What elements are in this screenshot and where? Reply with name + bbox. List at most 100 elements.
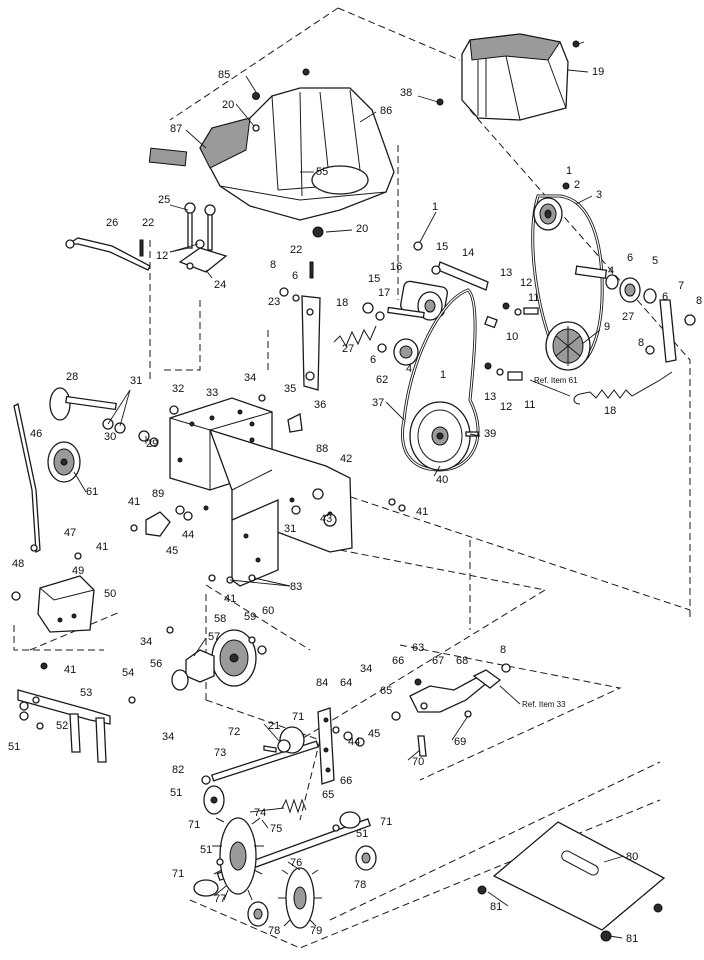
callout-c3: 3 bbox=[596, 189, 602, 201]
callout-c4a: 4 bbox=[608, 265, 614, 277]
callout-c61a: 61 bbox=[86, 486, 98, 498]
callout-c76: 76 bbox=[290, 857, 302, 869]
callout-c65b: 65 bbox=[322, 789, 334, 801]
screw-top bbox=[302, 68, 310, 76]
callout-c11b: 11 bbox=[524, 399, 535, 411]
callout-c41a: 41 bbox=[128, 496, 140, 508]
callout-c35: 35 bbox=[284, 383, 296, 395]
flange-part-71 bbox=[193, 775, 361, 897]
callout-c77: 77 bbox=[214, 893, 226, 905]
pulley-part-2 bbox=[533, 197, 563, 231]
callout-c71a: 71 bbox=[292, 711, 304, 723]
callout-c45b: 45 bbox=[368, 728, 380, 740]
callout-c28: 28 bbox=[66, 371, 78, 383]
callout-c88: 88 bbox=[316, 443, 328, 455]
leader-lines bbox=[73, 69, 625, 939]
callout-c24: 24 bbox=[214, 279, 226, 291]
callout-c68: 68 bbox=[456, 655, 468, 667]
callout-c34b: 34 bbox=[140, 636, 152, 648]
callout-c66b: 66 bbox=[340, 775, 352, 787]
callout-c8b: 8 bbox=[696, 295, 702, 307]
pulley-part-62 bbox=[377, 338, 419, 366]
callout-c41c: 41 bbox=[96, 541, 108, 553]
callout-c55: 55 bbox=[316, 166, 328, 178]
spring-part-74 bbox=[281, 798, 307, 814]
callout-c82: 82 bbox=[172, 764, 184, 776]
callout-c84: 84 bbox=[316, 677, 328, 689]
callout-c32: 32 bbox=[172, 383, 184, 395]
plate-part-89 bbox=[145, 511, 171, 537]
callout-c29: 29 bbox=[146, 438, 158, 450]
callout-c51b: 51 bbox=[170, 787, 182, 799]
callout-c18b: 18 bbox=[604, 405, 616, 417]
callout-c47: 47 bbox=[64, 527, 76, 539]
callout-c31b: 31 bbox=[284, 523, 296, 535]
callout-c27a: 27 bbox=[622, 311, 634, 323]
callout-c69: 69 bbox=[454, 736, 466, 748]
callout-c6c: 6 bbox=[662, 291, 668, 303]
spring-part-18a bbox=[333, 325, 377, 348]
chute-housing-part-19 bbox=[461, 33, 585, 121]
callout-c71b: 71 bbox=[188, 819, 200, 831]
callout-c27b: 27 bbox=[342, 343, 354, 355]
callout-c45a: 45 bbox=[166, 545, 178, 557]
callout-c49: 49 bbox=[72, 565, 84, 577]
callout-c31a: 31 bbox=[130, 375, 142, 387]
callout-c43: 43 bbox=[320, 513, 332, 525]
callout-c19: 19 bbox=[592, 66, 604, 78]
shaft-part-28 bbox=[49, 387, 159, 447]
callout-c34a: 34 bbox=[244, 372, 256, 384]
callout-c22b: 22 bbox=[290, 244, 302, 256]
callout-c25: 25 bbox=[158, 194, 170, 206]
reference-ref61: Ref. Item 61 bbox=[534, 376, 578, 385]
callout-c46: 46 bbox=[30, 428, 42, 440]
callout-c12b: 12 bbox=[520, 277, 532, 289]
callout-c87: 87 bbox=[170, 123, 182, 135]
callout-c52: 52 bbox=[56, 720, 68, 732]
callout-c51a: 51 bbox=[8, 741, 20, 753]
callout-c80: 80 bbox=[626, 851, 638, 863]
callout-c7: 7 bbox=[678, 280, 684, 292]
shift-rod-part-26 bbox=[65, 237, 151, 271]
hardware-frame bbox=[74, 394, 406, 584]
callout-c8a: 8 bbox=[270, 259, 276, 271]
callout-c83: 83 bbox=[290, 581, 302, 593]
callout-c2: 2 bbox=[574, 179, 580, 191]
callout-c81b: 81 bbox=[626, 933, 638, 945]
callout-c13a: 13 bbox=[500, 267, 512, 279]
idler-bracket-part-14 bbox=[362, 241, 489, 321]
callout-c62: 62 bbox=[376, 374, 388, 386]
label-part-87 bbox=[148, 147, 188, 167]
callout-c63: 63 bbox=[412, 642, 424, 654]
callout-c5: 5 bbox=[652, 255, 658, 267]
callout-c8c: 8 bbox=[638, 337, 644, 349]
callout-c15b: 15 bbox=[368, 273, 380, 285]
callout-c4b: 4 bbox=[406, 363, 412, 375]
callout-c14: 14 bbox=[462, 247, 474, 259]
tab-part-10 bbox=[484, 315, 498, 329]
callout-c54: 54 bbox=[122, 667, 134, 679]
callout-c38: 38 bbox=[400, 87, 412, 99]
callout-c72: 72 bbox=[228, 726, 240, 738]
idler-assembly-right bbox=[574, 265, 696, 363]
callout-c6b: 6 bbox=[627, 252, 633, 264]
friction-wheel-part-61 bbox=[47, 441, 81, 483]
callout-c60: 60 bbox=[262, 605, 274, 617]
callout-c39: 39 bbox=[484, 428, 496, 440]
spring-part-18b bbox=[573, 371, 673, 405]
gear-assembly-part-58 bbox=[128, 626, 267, 704]
callout-c59: 59 bbox=[244, 611, 256, 623]
callout-c41e: 41 bbox=[64, 664, 76, 676]
callout-c36: 36 bbox=[314, 399, 326, 411]
callout-c89: 89 bbox=[152, 488, 164, 500]
bracket-part-50 bbox=[11, 575, 95, 633]
callout-c40: 40 bbox=[436, 474, 448, 486]
pin-part-72 bbox=[263, 745, 277, 753]
callout-c70: 70 bbox=[412, 756, 424, 768]
callout-c81a: 81 bbox=[490, 901, 502, 913]
callout-c44b: 44 bbox=[348, 736, 360, 748]
plate-part-80 bbox=[477, 821, 666, 942]
callout-c51d: 51 bbox=[200, 844, 212, 856]
callout-c33: 33 bbox=[206, 387, 218, 399]
